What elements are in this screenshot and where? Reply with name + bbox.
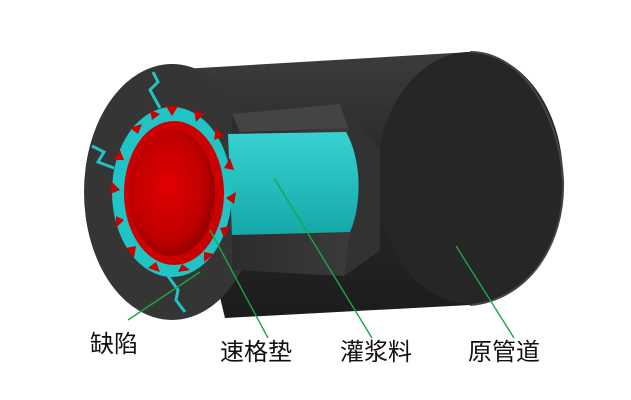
gasket-tooth	[204, 252, 214, 262]
leader-pipe	[455, 245, 515, 339]
leader-grout	[273, 177, 373, 339]
gasket-tooth	[178, 264, 190, 272]
gasket-tooth	[110, 182, 120, 194]
grout-core	[228, 132, 359, 235]
liner-inner	[129, 130, 215, 256]
crack-top	[148, 71, 162, 109]
leader-lines	[127, 177, 515, 339]
label-defect: 缺陷	[90, 330, 138, 358]
gasket-tooth	[166, 106, 178, 116]
gasket-teeth	[110, 106, 236, 272]
label-gasket: 速格垫	[220, 338, 292, 366]
gasket-tooth	[148, 262, 160, 272]
label-pipe: 原管道	[468, 338, 540, 366]
crack-left	[91, 144, 115, 170]
gasket-tooth	[214, 128, 224, 140]
cutaway-top-wall	[232, 104, 348, 132]
label-grout: 灌浆料	[340, 338, 412, 366]
gasket-tooth	[116, 216, 124, 228]
gasket-tooth	[220, 226, 230, 238]
gasket-tooth	[126, 246, 136, 258]
gasket-tooth	[194, 110, 204, 122]
gasket-tooth	[130, 124, 142, 134]
gasket-tooth	[150, 110, 160, 120]
pipe-side-highlight	[469, 51, 565, 306]
gasket-tooth	[224, 158, 234, 170]
gasket-tooth	[114, 150, 124, 160]
gasket-tooth	[226, 192, 236, 204]
defect-cracks	[91, 71, 187, 313]
crack-bottom	[166, 275, 187, 313]
pipe-far-edge	[377, 52, 563, 304]
leader-defect	[127, 271, 201, 321]
leader-gasket	[209, 229, 269, 339]
